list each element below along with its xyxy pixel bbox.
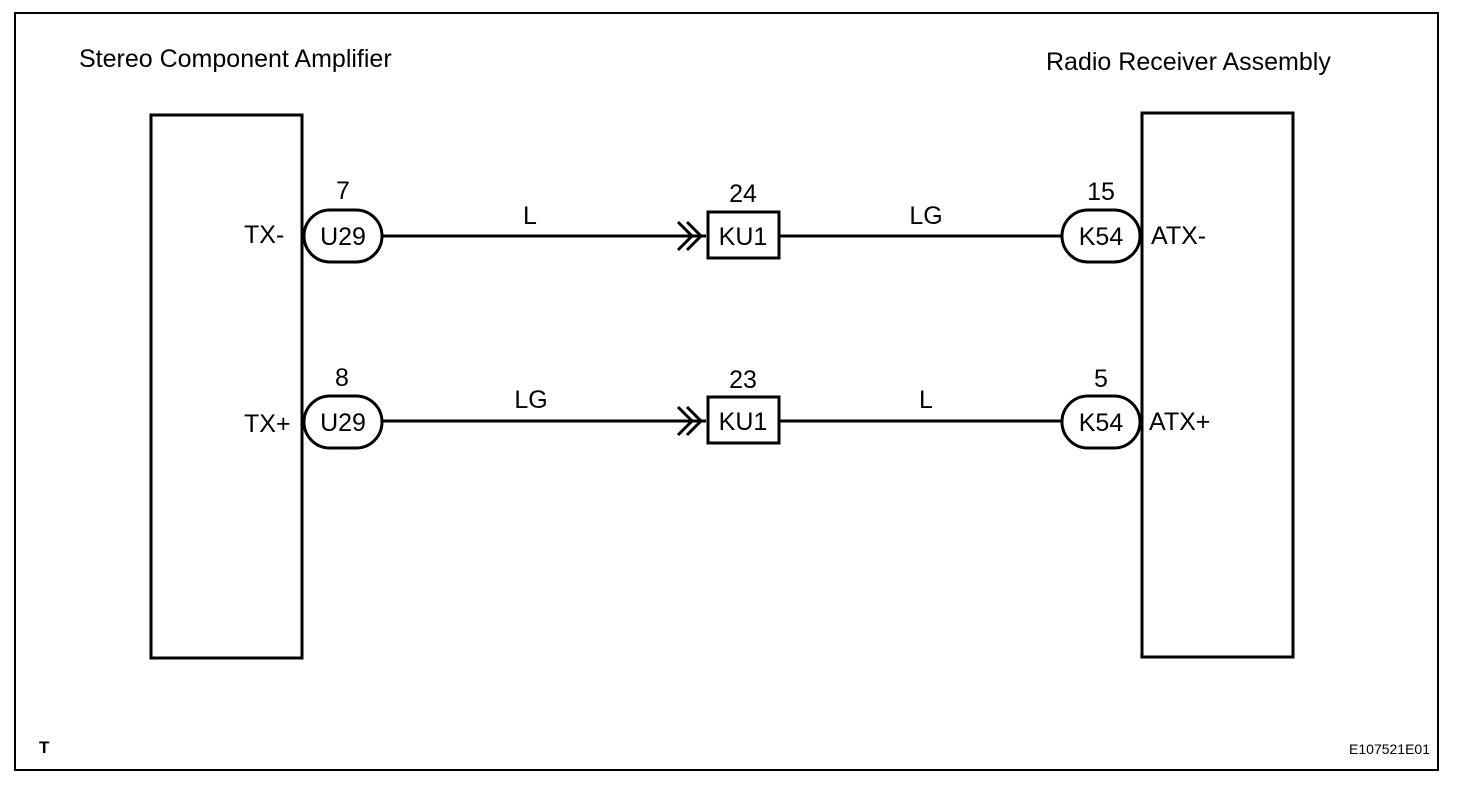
right-pin-number: 15 — [1087, 178, 1115, 206]
right-connector — [1060, 208, 1142, 264]
left-terminal-label: TX+ — [244, 410, 291, 438]
double-arrow-icon — [676, 405, 704, 437]
right-wire-color: LG — [909, 202, 942, 230]
diagram-frame — [14, 12, 1439, 771]
left-pin-number: 8 — [335, 364, 349, 392]
left-terminal-label: TX- — [244, 221, 284, 249]
left-component-title: Stereo Component Amplifier — [79, 45, 392, 73]
circuit-tx-minus: TX- 7 U29 L 24 KU1 LG 15 K54 ATX- — [244, 177, 1206, 264]
left-connector-label: U29 — [320, 409, 366, 437]
corner-mark: T — [39, 738, 50, 757]
figure-id: E107521E01 — [1349, 741, 1430, 757]
left-wire-color: LG — [514, 386, 547, 414]
left-wire-color: L — [523, 202, 537, 230]
circuit-tx-plus: TX+ 8 U29 LG 23 KU1 L 5 K54 ATX+ — [244, 364, 1210, 450]
junction-connector-label: KU1 — [719, 223, 768, 251]
junction-pin-number: 24 — [729, 180, 757, 208]
right-terminal-label: ATX- — [1151, 222, 1206, 250]
left-pin-number: 7 — [336, 177, 350, 205]
right-pin-number: 5 — [1094, 365, 1108, 393]
junction-connector-label: KU1 — [719, 408, 768, 436]
junction-pin-number: 23 — [729, 366, 757, 394]
right-component-title: Radio Receiver Assembly — [1046, 48, 1331, 76]
right-connector-label: K54 — [1079, 409, 1124, 437]
radio-receiver-box — [1140, 111, 1295, 659]
left-connector-label: U29 — [320, 223, 366, 251]
right-wire-color: L — [919, 386, 933, 414]
right-connector — [1060, 394, 1142, 450]
double-arrow-icon — [676, 220, 704, 252]
right-terminal-label: ATX+ — [1149, 408, 1210, 436]
right-connector-label: K54 — [1079, 223, 1124, 251]
stereo-amplifier-box — [149, 113, 304, 660]
